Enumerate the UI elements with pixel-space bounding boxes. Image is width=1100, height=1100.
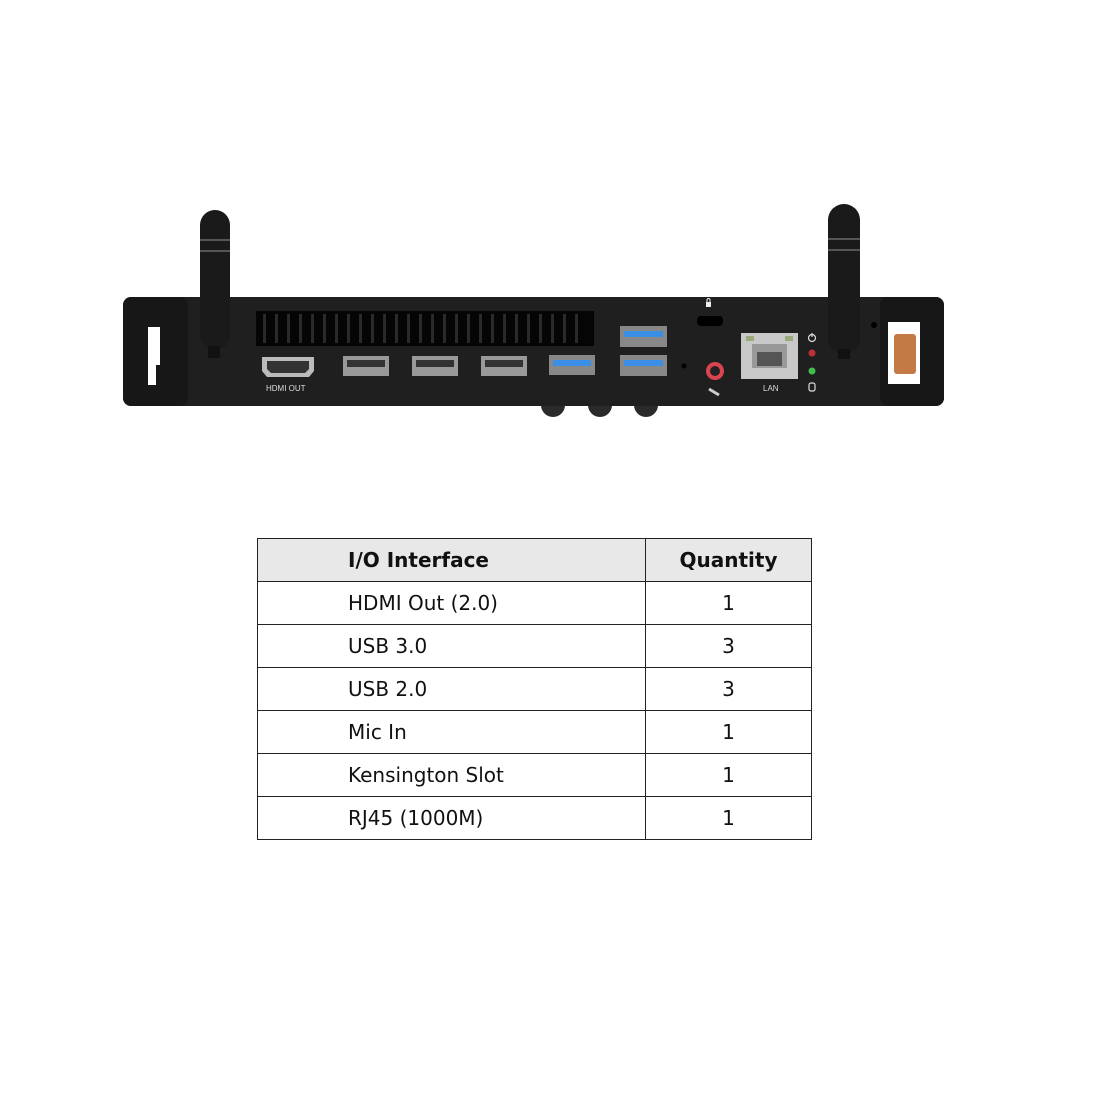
interface-cell: RJ45 (1000M) [257, 796, 646, 840]
table-row: Mic In 1 [257, 710, 812, 754]
quantity-cell: 1 [645, 796, 812, 840]
kensington-slot [697, 298, 723, 326]
power-icon [807, 333, 817, 343]
usb3-port-1 [549, 355, 595, 375]
usb3-port-3 [620, 355, 667, 376]
table-row: Kensington Slot 1 [257, 753, 812, 797]
left-antenna [200, 210, 230, 358]
usb3-port-2 [620, 326, 667, 347]
table-header-row: I/O Interface Quantity [257, 538, 812, 582]
device-rear-panel-image: HDMI OUT LAN [0, 0, 1100, 450]
hdmi-port: HDMI OUT [262, 357, 314, 393]
usb2-port-3 [481, 356, 527, 376]
hdd-led [808, 367, 816, 375]
mic-in-jack [706, 362, 724, 397]
table-row: HDMI Out (2.0) 1 [257, 581, 812, 625]
header-quantity: Quantity [645, 538, 812, 582]
usb2-port-2 [412, 356, 458, 376]
io-interface-table: I/O Interface Quantity HDMI Out (2.0) 1 … [257, 538, 812, 840]
power-led [808, 349, 816, 357]
left-mount-bracket [123, 297, 188, 406]
quantity-cell: 3 [645, 667, 812, 711]
quantity-cell: 1 [645, 581, 812, 625]
interface-cell: USB 2.0 [257, 667, 646, 711]
reset-pinhole [681, 363, 687, 369]
quantity-cell: 3 [645, 624, 812, 668]
vent-grille [256, 311, 594, 346]
right-antenna [828, 204, 860, 359]
header-io-interface: I/O Interface [257, 538, 646, 582]
lan-port: LAN [741, 333, 798, 393]
quantity-cell: 1 [645, 710, 812, 754]
hdmi-label: HDMI OUT [266, 384, 306, 393]
table-row: USB 3.0 3 [257, 624, 812, 668]
interface-cell: Kensington Slot [257, 753, 646, 797]
interface-cell: HDMI Out (2.0) [257, 581, 646, 625]
table-row: RJ45 (1000M) 1 [257, 796, 812, 840]
usb2-port-1 [343, 356, 389, 376]
right-mount-bracket [871, 297, 944, 406]
quantity-cell: 1 [645, 753, 812, 797]
interface-cell: USB 3.0 [257, 624, 646, 668]
hdd-icon [808, 382, 816, 392]
lan-label: LAN [763, 384, 779, 393]
interface-cell: Mic In [257, 710, 646, 754]
table-row: USB 2.0 3 [257, 667, 812, 711]
